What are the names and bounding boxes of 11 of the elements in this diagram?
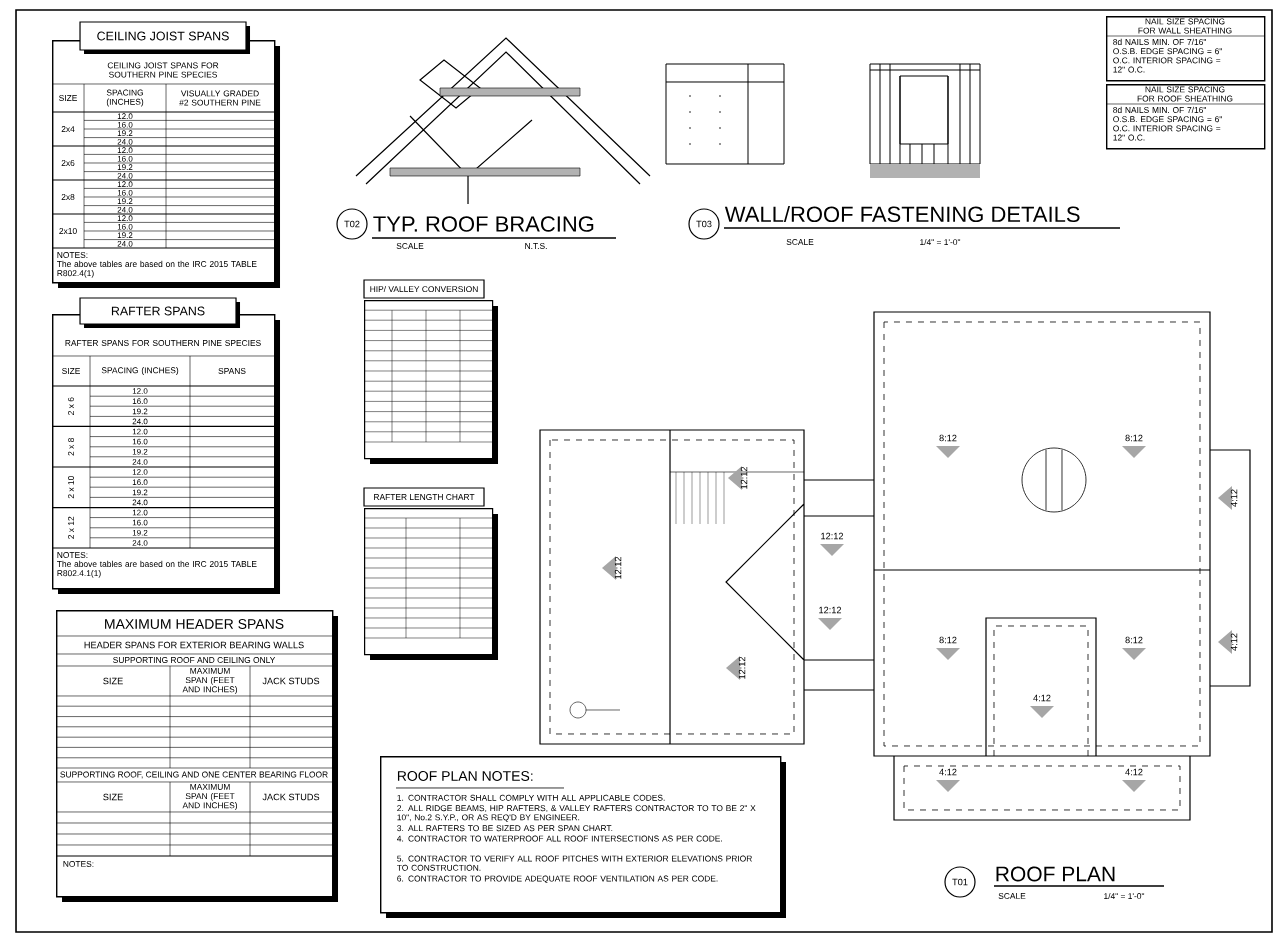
view-title: ROOF PLAN — [996, 866, 1115, 882]
note-box — [1105, 16, 1266, 82]
span-table — [51, 297, 280, 594]
chart-table — [363, 279, 498, 464]
chart-table — [363, 487, 498, 660]
note-box — [1105, 84, 1266, 150]
notes-box — [380, 756, 786, 918]
view-title: WALL/ROOF FASTENING DETAILS — [724, 205, 1080, 223]
span-table — [51, 21, 280, 288]
view-title: TYP. ROOF BRACING — [373, 216, 594, 232]
span-table — [55, 610, 338, 902]
